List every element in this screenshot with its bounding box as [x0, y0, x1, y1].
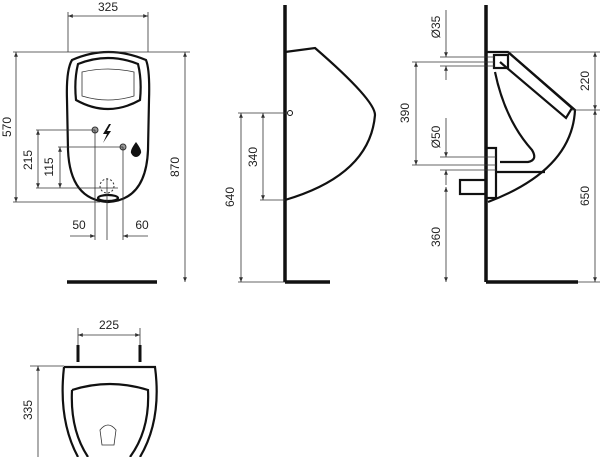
- urinal-rim: [74, 56, 142, 110]
- urinal-top-outline: [61, 365, 158, 457]
- side-view: 640 340: [223, 5, 377, 284]
- urinal-front-outline: [65, 50, 151, 204]
- dim-340: 340: [246, 147, 260, 167]
- dim-360: 360: [429, 227, 443, 247]
- dim-215: 215: [21, 150, 35, 170]
- dim-225: 225: [99, 318, 119, 332]
- dim-870: 870: [168, 157, 182, 177]
- urinal-section-outline: [486, 50, 577, 204]
- dim-dia-35: Ø35: [429, 15, 443, 38]
- dim-390: 390: [398, 103, 412, 123]
- dim-325: 325: [98, 0, 118, 14]
- urinal-side-outline: [284, 46, 377, 202]
- electricity-icon: [103, 124, 111, 143]
- drain-slot: [96, 193, 120, 203]
- dim-60: 60: [135, 218, 149, 232]
- dim-650: 650: [578, 186, 592, 206]
- dim-640: 640: [223, 187, 237, 207]
- dim-115: 115: [42, 157, 56, 176]
- water-drop-icon: [130, 142, 142, 157]
- top-view: 225 335: [21, 318, 158, 457]
- section-view: Ø35 Ø50 390 360 220 650: [398, 5, 600, 284]
- front-view: 325 570 870 215 115 50 60: [0, 0, 190, 284]
- dim-220: 220: [578, 71, 592, 91]
- dim-335: 335: [21, 400, 35, 420]
- dim-570: 570: [0, 117, 14, 137]
- dim-dia-50: Ø50: [429, 125, 443, 148]
- dim-50: 50: [72, 218, 86, 232]
